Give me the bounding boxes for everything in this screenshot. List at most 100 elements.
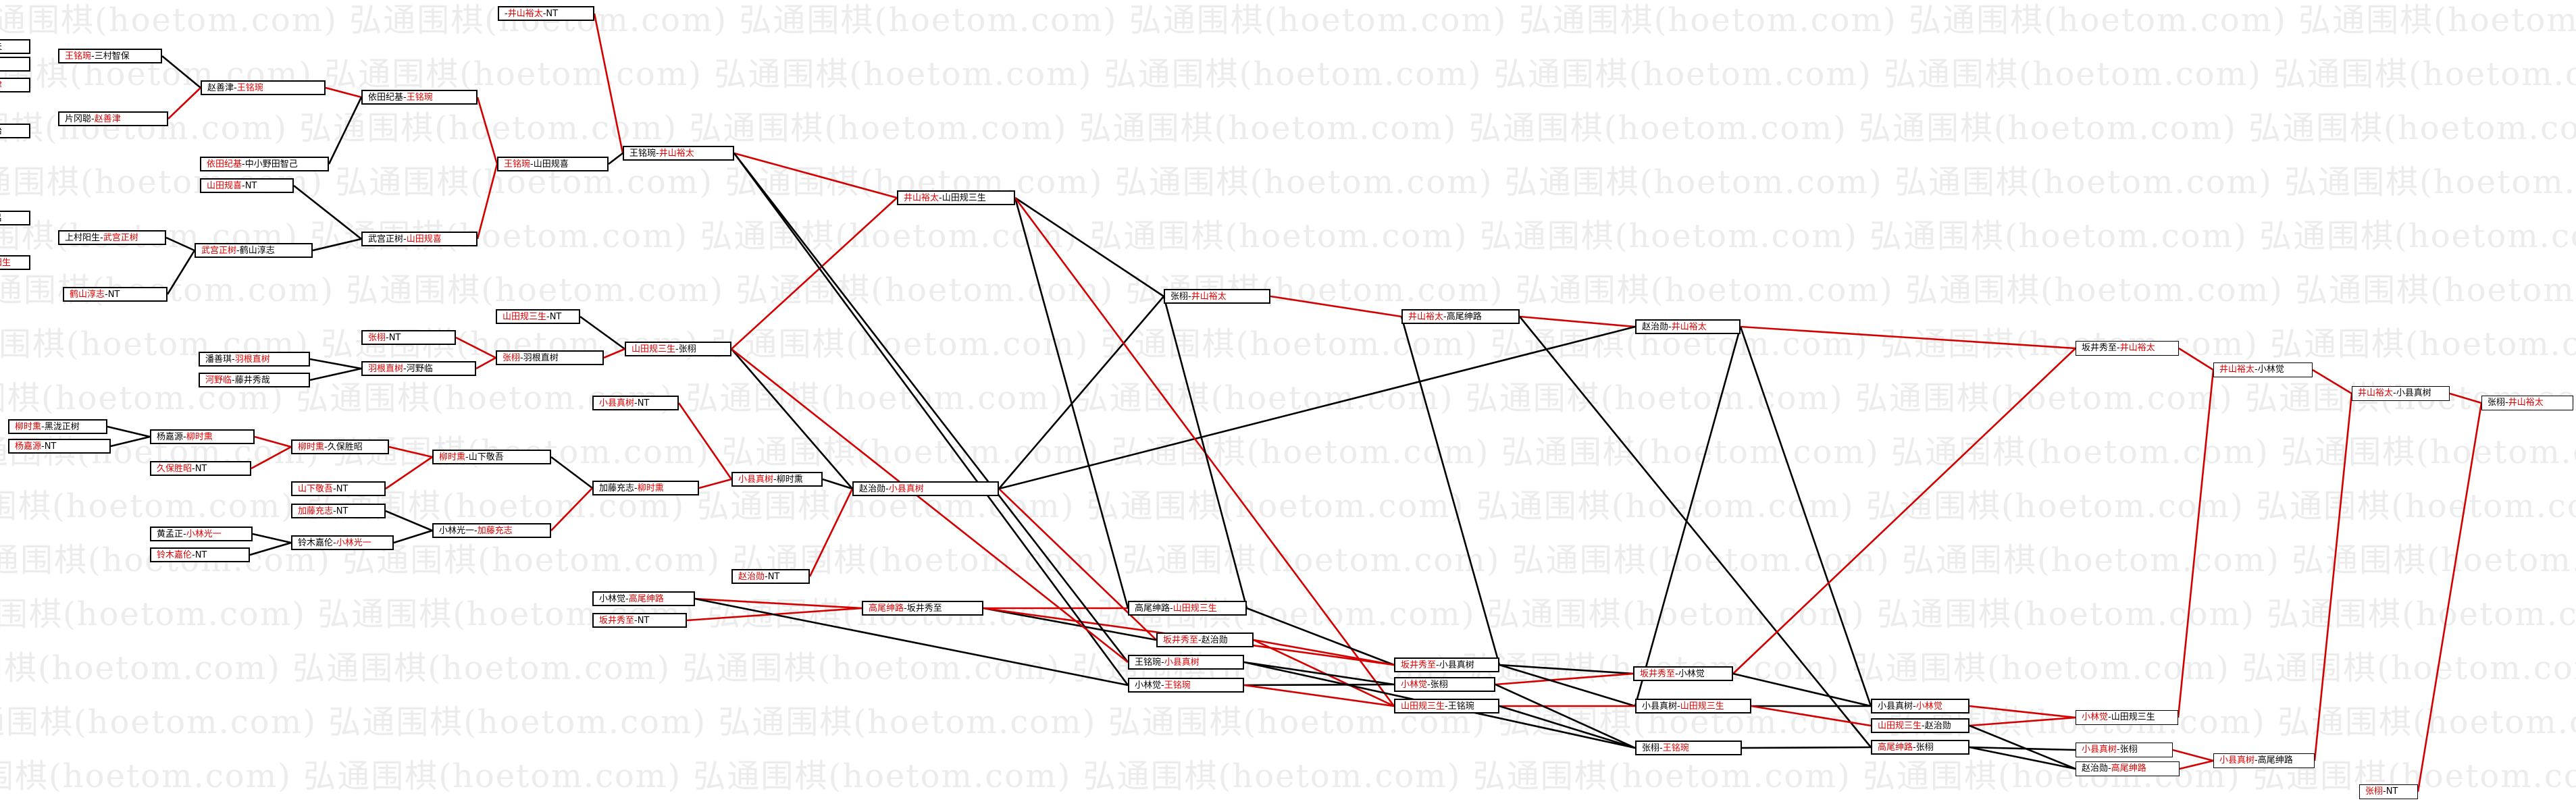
separator: -	[1445, 701, 1448, 711]
bracket-link	[1969, 746, 2076, 751]
match-box: 小县真树-NT	[592, 396, 679, 410]
player-a: 武宫正树	[201, 246, 237, 256]
player-a: 柳时熏	[15, 422, 42, 432]
bracket-link	[550, 456, 593, 489]
bracket-link	[249, 541, 292, 556]
separator: -	[505, 9, 508, 19]
separator: -	[1161, 657, 1164, 668]
bracket-link	[1499, 664, 1636, 707]
separator: -	[403, 364, 407, 374]
separator: -	[1913, 743, 1916, 753]
match-box: 赵治勋-NT	[731, 569, 810, 584]
bracket-link	[550, 487, 593, 531]
bracket-link	[677, 402, 733, 480]
player-b: 高尾绅路	[1446, 312, 1482, 322]
match-box: 王铭琬-小县真树	[1128, 655, 1244, 670]
player-b: 久保胜昭	[327, 442, 363, 452]
player-b: 小县真树	[1164, 657, 1200, 668]
no-opponent-tag: -NT	[542, 9, 559, 19]
player-b: 高尾绅路	[2111, 763, 2146, 774]
player-a: 黄孟正	[157, 529, 184, 539]
bracket-link	[254, 435, 292, 448]
separator: -	[234, 83, 237, 93]
watermark-row: 弘通围棋(hoetom.com) 弘通围棋(hoetom.com) 弘通围棋(h…	[0, 109, 2576, 147]
bracket-link	[593, 13, 624, 154]
match-box: 柳时熏-黑泷正树	[8, 419, 107, 434]
player-a: 片冈聪	[65, 114, 92, 124]
bracket-link	[166, 250, 196, 295]
bracket-link	[733, 152, 898, 199]
separator: -	[2117, 343, 2120, 353]
bracket-link	[579, 315, 625, 350]
match-box: 高尾绅路-山田规三生	[1128, 601, 1247, 616]
player-a: 井山裕太	[1408, 312, 1444, 322]
match-box: 潘善琪-羽根直树	[199, 352, 310, 367]
separator: -	[183, 432, 186, 442]
match-box: 黄孟正-小林光一	[150, 527, 253, 541]
player-a: 阳生	[0, 258, 11, 268]
separator: -	[904, 603, 907, 614]
match-box: 小林光一-加藤充志	[432, 523, 551, 538]
match-box: 张栩-NT	[2359, 784, 2418, 799]
player-a: 张栩	[2365, 786, 2384, 797]
player-a: 潘善琪	[205, 354, 232, 365]
player-a: 山田规喜	[207, 181, 242, 191]
player-a: 依田纪基	[368, 92, 404, 103]
player-a: 上村阳生	[65, 233, 101, 243]
no-opponent-tag: -NT	[41, 441, 57, 452]
bracket-link	[2177, 369, 2215, 718]
match-box: 治	[0, 124, 30, 138]
bracket-link	[1740, 325, 2076, 350]
player-a: 高尾绅路	[869, 603, 904, 614]
match-box: 久保胜昭-NT	[150, 461, 251, 476]
match-box: 小县真树-高尾绅路	[2213, 753, 2315, 768]
player-b: 三村智保	[94, 51, 130, 61]
match-box: 羽根直树-河野临	[361, 361, 476, 376]
match-box: 山田规喜-NT	[200, 178, 294, 193]
separator: -	[333, 538, 336, 548]
match-box: 片冈聪-赵善津	[58, 111, 168, 126]
player-b: 山田规喜	[406, 234, 442, 244]
player-b: 小林光一	[186, 529, 222, 539]
player-a: 治	[0, 126, 2, 136]
match-box: 河野临-藤井秀哉	[199, 373, 310, 387]
bracket-link	[731, 348, 853, 489]
match-box: 山田规三生-张栩	[625, 342, 731, 356]
player-a: 小县真树	[2219, 755, 2255, 765]
separator: -	[675, 344, 679, 354]
bracket-link	[1634, 326, 1742, 707]
no-opponent-tag: -NT	[105, 290, 120, 300]
separator: -	[2255, 755, 2258, 765]
bracket-link	[1969, 724, 2076, 770]
player-a: 山田规三生	[503, 312, 547, 322]
player-a: 张栩	[1170, 292, 1189, 302]
bracket-link	[393, 529, 433, 544]
player-a: 小林光一	[439, 526, 475, 536]
no-opponent-tag: -NT	[2383, 786, 2398, 797]
no-opponent-tag: -NT	[333, 484, 349, 494]
player-a: 小县真树	[2082, 745, 2117, 755]
player-a: 山下敬吾	[298, 484, 334, 494]
match-box: 山田规三生-赵治勋	[1871, 718, 1969, 733]
player-b: 山田规三生	[1173, 603, 1217, 614]
separator: -	[2255, 365, 2258, 375]
match-box: 张栩-NT	[361, 330, 456, 345]
match-box: 小林觉-王铭琬	[1128, 678, 1244, 693]
player-b: 黑泷正树	[44, 422, 80, 432]
match-box	[0, 57, 30, 72]
player-b: 王铭琬	[406, 92, 433, 103]
watermark-row: 弘通围棋(hoetom.com) 弘通围棋(hoetom.com) 弘通围棋(h…	[0, 55, 2576, 93]
bracket-link	[1519, 315, 1636, 328]
match-box: 坂井秀至-小林觉	[1633, 666, 1733, 681]
bracket-link	[2172, 749, 2214, 762]
watermark-row: 弘通围棋(hoetom.com) 弘通围棋(hoetom.com) 弘通围棋(h…	[0, 271, 2576, 309]
bracket-link	[1495, 672, 1634, 686]
match-box: 张栩-井山裕太	[1164, 289, 1270, 304]
bracket-link	[1014, 196, 1164, 298]
bracket-link	[1400, 316, 1501, 666]
player-a: 小县真树	[599, 398, 635, 408]
match-box: 小县真树-小林觉	[1871, 699, 1969, 713]
match-box: 坂井秀至-赵治勋	[1156, 632, 1254, 647]
separator: -	[885, 484, 889, 494]
player-a: 小县真树	[738, 475, 774, 485]
